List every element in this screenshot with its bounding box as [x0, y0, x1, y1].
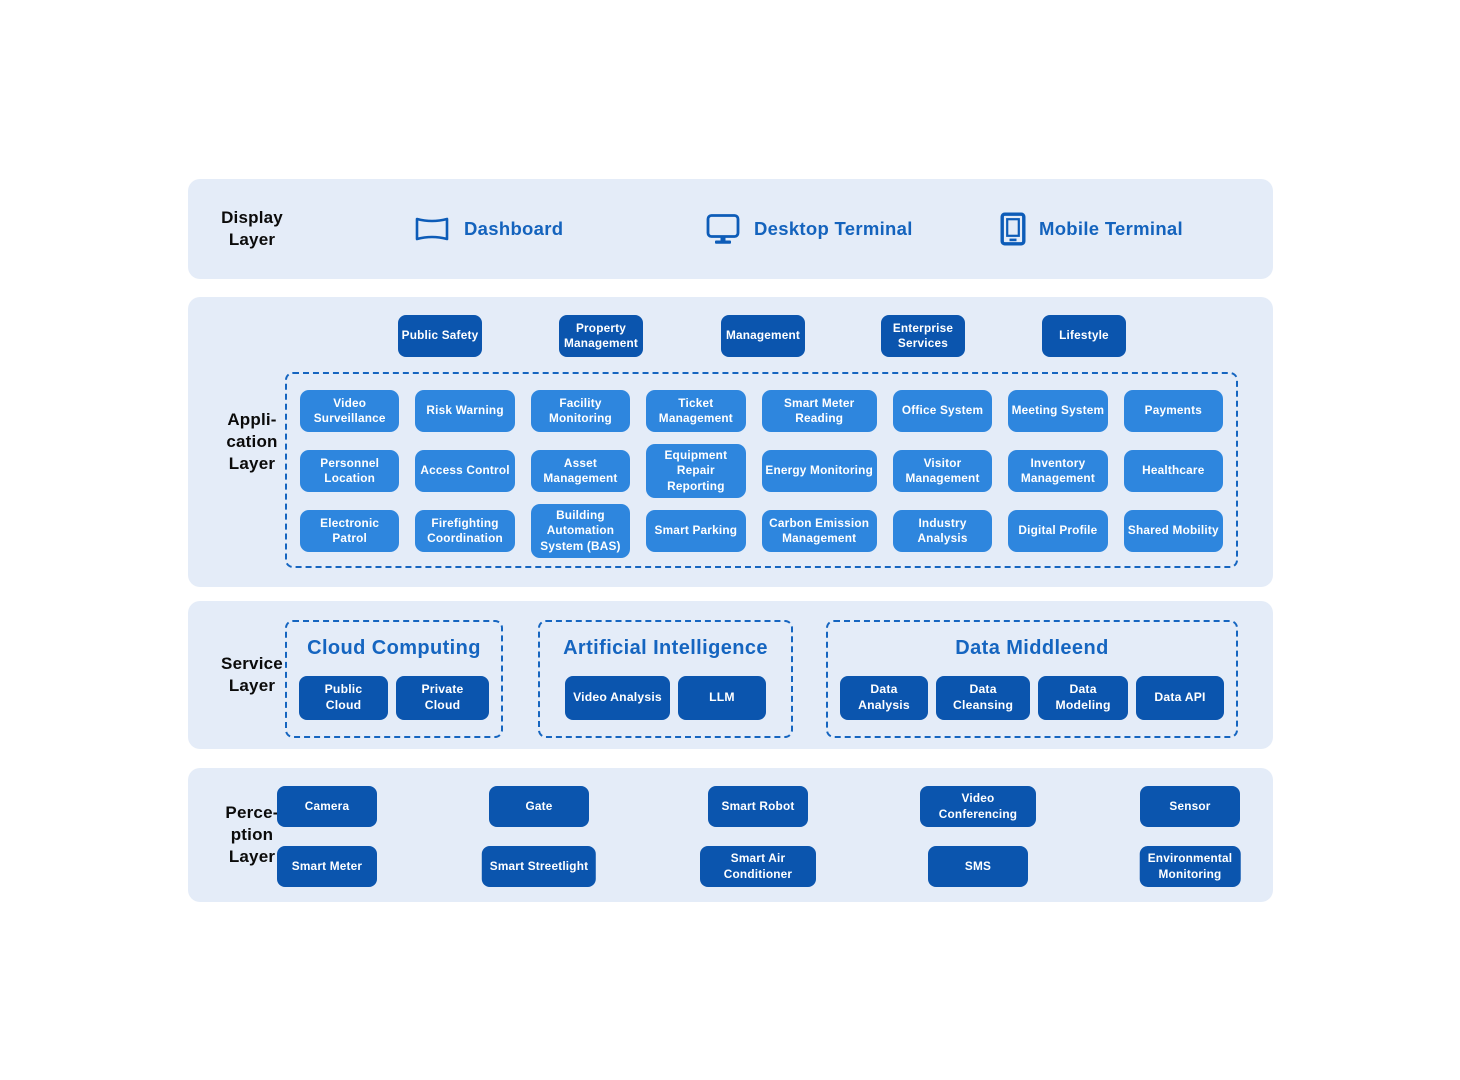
module-digital-profile: Digital Profile: [1008, 510, 1108, 552]
module-office-system: Office System: [892, 390, 993, 432]
display-item-label: Dashboard: [464, 218, 564, 239]
module-shared-mobility: Shared Mobility: [1123, 510, 1223, 552]
device-sensor: Sensor: [1140, 786, 1240, 827]
module-building-automation-system: Building Automation System (BAS): [530, 504, 631, 558]
group-cloud-computing: Cloud Computing Public Cloud Private Clo…: [285, 620, 503, 738]
service-private-cloud: Private Cloud: [395, 676, 489, 720]
category-lifestyle: Lifestyle: [1042, 315, 1126, 357]
service-data-modeling: Data Modeling: [1038, 676, 1128, 720]
device-video-conferencing: Video Conferencing: [920, 786, 1036, 827]
display-layer-label: Display Layer: [221, 207, 283, 249]
group-title: Artificial Intelligence: [563, 637, 768, 659]
display-item-label: Desktop Terminal: [754, 218, 913, 239]
perception-layer-panel: Perce- ption Layer Camera Gate Smart Rob…: [188, 768, 1273, 902]
device-camera: Camera: [277, 786, 377, 827]
display-item-dashboard: Dashboard: [413, 179, 563, 279]
module-access-control: Access Control: [415, 450, 515, 492]
service-data-cleansing: Data Cleansing: [936, 676, 1031, 720]
device-sms: SMS: [928, 846, 1028, 887]
service-data-api: Data API: [1136, 676, 1224, 720]
display-item-mobile-terminal: Mobile Terminal: [1000, 179, 1183, 279]
perception-layer-label: Perce- ption Layer: [225, 802, 279, 867]
service-layer-panel: Service Layer Cloud Computing Public Clo…: [188, 601, 1273, 749]
category-public-safety: Public Safety: [398, 315, 482, 357]
group-title: Cloud Computing: [307, 637, 481, 659]
category-enterprise-services: Enterprise Services: [881, 315, 965, 357]
group-artificial-intelligence: Artificial Intelligence Video Analysis L…: [538, 620, 793, 738]
category-property-management: Property Management: [559, 315, 643, 357]
module-electronic-patrol: Electronic Patrol: [300, 510, 400, 552]
device-smart-robot: Smart Robot: [708, 786, 808, 827]
device-gate: Gate: [489, 786, 589, 827]
group-data-middleend: Data Middleend Data Analysis Data Cleans…: [826, 620, 1238, 738]
module-ticket-management: Ticket Management: [646, 390, 746, 432]
display-item-label: Mobile Terminal: [1039, 218, 1183, 239]
module-firefighting-coordination: Firefighting Coordination: [415, 510, 515, 552]
module-risk-warning: Risk Warning: [415, 390, 515, 432]
module-meeting-system: Meeting System: [1008, 390, 1108, 432]
device-smart-air-conditioner: Smart Air Conditioner: [700, 846, 816, 887]
display-layer-panel: Display Layer Dashboard Desktop Terminal: [188, 179, 1273, 279]
application-layer-label: Appli- cation Layer: [226, 409, 278, 474]
module-smart-meter-reading: Smart Meter Reading: [761, 390, 877, 432]
service-video-analysis: Video Analysis: [565, 676, 670, 720]
group-title: Data Middleend: [955, 637, 1109, 659]
service-public-cloud: Public Cloud: [299, 676, 388, 720]
mobile-terminal-icon: [1000, 212, 1026, 246]
dashboard-icon: [413, 214, 451, 244]
application-layer-panel: Appli- cation Layer Public Safety Proper…: [188, 297, 1273, 587]
display-item-desktop-terminal: Desktop Terminal: [705, 179, 913, 279]
module-industry-analysis: Industry Analysis: [892, 510, 993, 552]
device-smart-streetlight: Smart Streetlight: [481, 846, 597, 887]
module-smart-parking: Smart Parking: [646, 510, 746, 552]
service-data-analysis: Data Analysis: [840, 676, 928, 720]
module-personnel-location: Personnel Location: [300, 450, 400, 492]
module-facility-monitoring: Facility Monitoring: [530, 390, 631, 432]
module-visitor-management: Visitor Management: [892, 450, 993, 492]
module-video-surveillance: Video Surveillance: [300, 390, 400, 432]
module-energy-monitoring: Energy Monitoring: [761, 450, 877, 492]
desktop-terminal-icon: [705, 213, 741, 245]
module-asset-management: Asset Management: [530, 450, 631, 492]
application-modules-group: Video Surveillance Risk Warning Facility…: [285, 372, 1238, 568]
device-environmental-monitoring: Environmental Monitoring: [1139, 846, 1241, 887]
service-llm: LLM: [677, 676, 766, 720]
module-healthcare: Healthcare: [1123, 450, 1223, 492]
device-smart-meter: Smart Meter: [277, 846, 377, 887]
category-management: Management: [721, 315, 805, 357]
module-equipment-repair-reporting: Equipment Repair Reporting: [646, 444, 746, 498]
module-carbon-emission-management: Carbon Emission Management: [761, 510, 877, 552]
module-inventory-management: Inventory Management: [1008, 450, 1108, 492]
service-layer-label: Service Layer: [221, 653, 283, 695]
module-payments: Payments: [1123, 390, 1223, 432]
